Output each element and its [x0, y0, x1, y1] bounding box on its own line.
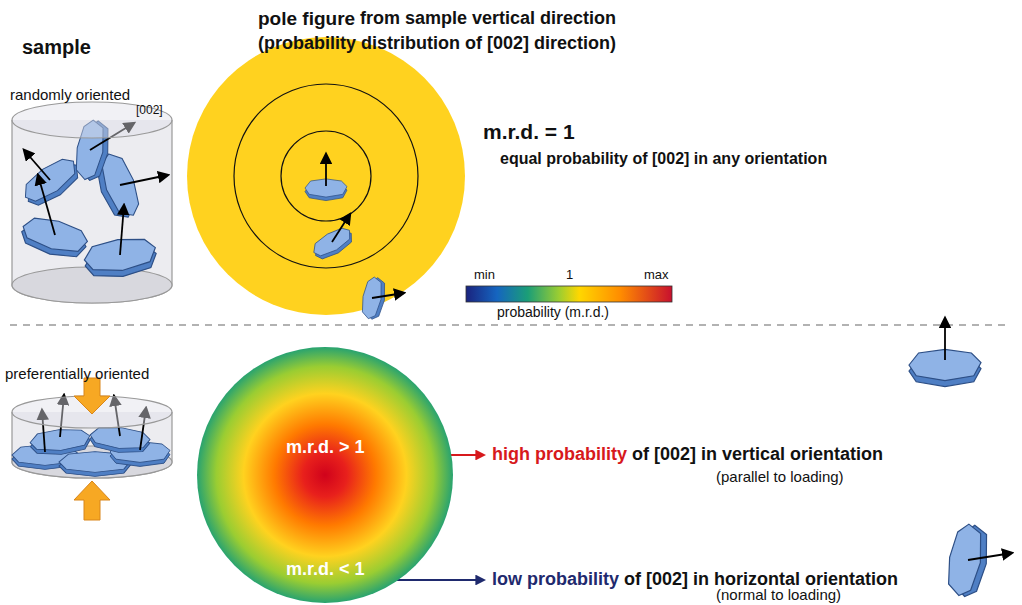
note-text: (normal to loading): [716, 586, 841, 603]
mrd-label: m.r.d. < 1: [286, 559, 365, 580]
mrd-label: m.r.d. > 1: [286, 437, 365, 458]
note-text: equal probability of [002] in any orient…: [500, 150, 827, 168]
figure-subheading: (probability distribution of [002] direc…: [258, 33, 616, 54]
scale-max: max: [644, 268, 669, 283]
figure-heading: pole figure: [258, 8, 355, 30]
scale-mid: 1: [566, 268, 573, 283]
sample-label: randomly oriented: [10, 86, 130, 103]
scale-min: min: [474, 268, 495, 283]
figure-heading: from sample vertical direction: [360, 8, 616, 29]
note-text: of [002] in vertical orientation: [632, 444, 883, 465]
direction-label: [002]: [136, 104, 163, 118]
pole-figure: m.r.d. > 1 m.r.d. < 1: [197, 347, 453, 603]
mrd-label: m.r.d. = 1: [483, 120, 575, 144]
sample-label: preferentially oriented: [5, 365, 149, 382]
note-text: (parallel to loading): [716, 468, 844, 485]
scale-caption: probability (m.r.d.): [497, 304, 609, 320]
highlight-text: high probability: [492, 444, 627, 465]
highlight-text: low probability: [492, 569, 619, 590]
section-heading: sample: [22, 36, 91, 59]
